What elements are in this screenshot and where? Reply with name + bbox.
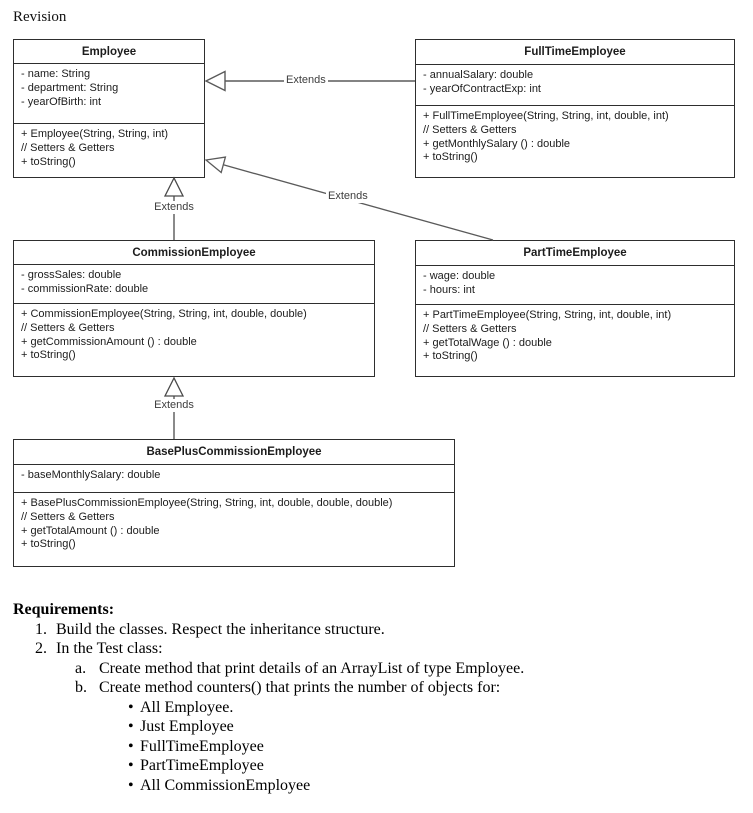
method-line: + toString()	[21, 155, 76, 168]
method-line: + PartTimeEmployee(String, String, int, …	[423, 309, 672, 321]
method-line: + FullTimeEmployee(String, String, int, …	[423, 110, 669, 122]
attribute-line: - yearOfContractExp: int	[423, 82, 541, 95]
method-line: + getTotalAmount () : double	[21, 524, 160, 537]
method-line: + getTotalWage () : double	[423, 336, 552, 349]
requirement-text: Create method counters() that prints the…	[99, 679, 501, 696]
method-line: + BasePlusCommissionEmployee(String, Str…	[21, 497, 393, 509]
requirement-item-2: 2. In the Test class:	[13, 639, 723, 659]
bullet-text: All CommissionEmployee	[140, 776, 311, 794]
attribute-line: - name: String	[21, 68, 91, 80]
extends-label-fulltime: Extends	[284, 74, 328, 87]
bullet-item: • FullTimeEmployee	[13, 737, 723, 757]
class-title-fulltime-employee: FullTimeEmployee	[416, 40, 734, 65]
class-attributes-fulltime-employee: - annualSalary: double - yearOfContractE…	[416, 65, 734, 106]
requirements-heading: Requirements:	[13, 601, 115, 618]
method-line: // Setters & Getters	[423, 123, 517, 136]
class-methods-parttime-employee: + PartTimeEmployee(String, String, int, …	[416, 305, 734, 376]
class-methods-baseplus-commission-employee: + BasePlusCommissionEmployee(String, Str…	[14, 493, 454, 566]
class-title-parttime-employee: PartTimeEmployee	[416, 241, 734, 266]
class-box-commission-employee: CommissionEmployee - grossSales: double …	[13, 240, 375, 377]
bullet-icon: •	[128, 698, 134, 716]
bullet-text: FullTimeEmployee	[140, 737, 264, 755]
class-box-fulltime-employee: FullTimeEmployee - annualSalary: double …	[415, 39, 735, 178]
requirement-text: In the Test class:	[56, 640, 163, 657]
requirement-subitem-a: a. Create method that print details of a…	[13, 659, 723, 679]
method-line: + getCommissionAmount () : double	[21, 335, 197, 348]
extends-label-commission: Extends	[152, 201, 196, 214]
bullet-item: • All Employee.	[13, 698, 723, 718]
method-line: // Setters & Getters	[21, 321, 115, 334]
class-methods-fulltime-employee: + FullTimeEmployee(String, String, int, …	[416, 106, 734, 177]
method-line: + CommissionEmployee(String, String, int…	[21, 308, 307, 320]
inheritance-arrowhead-icon	[163, 376, 185, 397]
method-line: // Setters & Getters	[423, 322, 517, 335]
requirement-subitem-b: b. Create method counters() that prints …	[13, 678, 723, 698]
attribute-line: - grossSales: double	[21, 269, 122, 281]
bullet-icon: •	[128, 757, 134, 774]
method-line: + toString()	[21, 349, 76, 362]
class-box-baseplus-commission-employee: BasePlusCommissionEmployee - baseMonthly…	[13, 439, 455, 567]
method-line: + toString()	[423, 151, 478, 164]
attribute-line: - commissionRate: double	[21, 282, 149, 295]
bullet-item: • Just Employee	[13, 717, 723, 737]
class-title-baseplus-commission-employee: BasePlusCommissionEmployee	[14, 440, 454, 465]
extends-label-baseplus: Extends	[152, 399, 196, 412]
list-marker: a.	[75, 659, 87, 677]
list-marker: b.	[75, 679, 87, 696]
class-title-employee: Employee	[14, 40, 204, 64]
bullet-icon: •	[128, 737, 134, 755]
attribute-line: - wage: double	[423, 270, 496, 282]
method-line: // Setters & Getters	[21, 141, 115, 154]
method-line: // Setters & Getters	[21, 510, 115, 523]
class-attributes-parttime-employee: - wage: double - hours: int	[416, 266, 734, 305]
page-title: Revision	[13, 9, 67, 25]
attribute-line: - hours: int	[423, 283, 475, 296]
list-marker: 1.	[35, 620, 47, 638]
inheritance-arrowhead-icon	[204, 156, 227, 174]
list-marker: 2.	[35, 640, 47, 657]
bullet-icon: •	[128, 776, 134, 794]
bullet-text: PartTimeEmployee	[140, 757, 264, 774]
requirement-text: Build the classes. Respect the inheritan…	[56, 620, 385, 638]
attribute-line: - annualSalary: double	[423, 69, 534, 81]
attribute-line: - yearOfBirth: int	[21, 95, 102, 108]
method-line: + toString()	[423, 350, 478, 363]
extends-label-parttime: Extends	[326, 190, 370, 203]
method-line: + toString()	[21, 538, 76, 551]
inheritance-arrowhead-icon	[204, 70, 226, 92]
requirement-text: Create method that print details of an A…	[99, 659, 525, 677]
bullet-item: • PartTimeEmployee	[13, 756, 723, 776]
class-box-parttime-employee: PartTimeEmployee - wage: double - hours:…	[415, 240, 735, 377]
bullet-text: All Employee.	[140, 698, 234, 716]
class-attributes-baseplus-commission-employee: - baseMonthlySalary: double	[14, 465, 454, 493]
inheritance-arrowhead-icon	[163, 176, 185, 197]
requirements-section: Requirements: 1. Build the classes. Resp…	[13, 600, 723, 795]
bullet-icon: •	[128, 718, 134, 735]
class-box-employee: Employee - name: String - department: St…	[13, 39, 205, 178]
class-attributes-commission-employee: - grossSales: double - commissionRate: d…	[14, 265, 374, 304]
class-methods-commission-employee: + CommissionEmployee(String, String, int…	[14, 304, 374, 376]
class-methods-employee: + Employee(String, String, int) // Sette…	[14, 124, 204, 177]
attribute-line: - department: String	[21, 81, 119, 94]
method-line: + Employee(String, String, int)	[21, 128, 169, 140]
method-line: + getMonthlySalary () : double	[423, 137, 571, 150]
class-title-commission-employee: CommissionEmployee	[14, 241, 374, 265]
class-attributes-employee: - name: String - department: String - ye…	[14, 64, 204, 124]
attribute-line: - baseMonthlySalary: double	[21, 469, 161, 481]
bullet-text: Just Employee	[140, 718, 234, 735]
requirement-item-1: 1. Build the classes. Respect the inheri…	[13, 620, 723, 640]
bullet-item: • All CommissionEmployee	[13, 776, 723, 796]
